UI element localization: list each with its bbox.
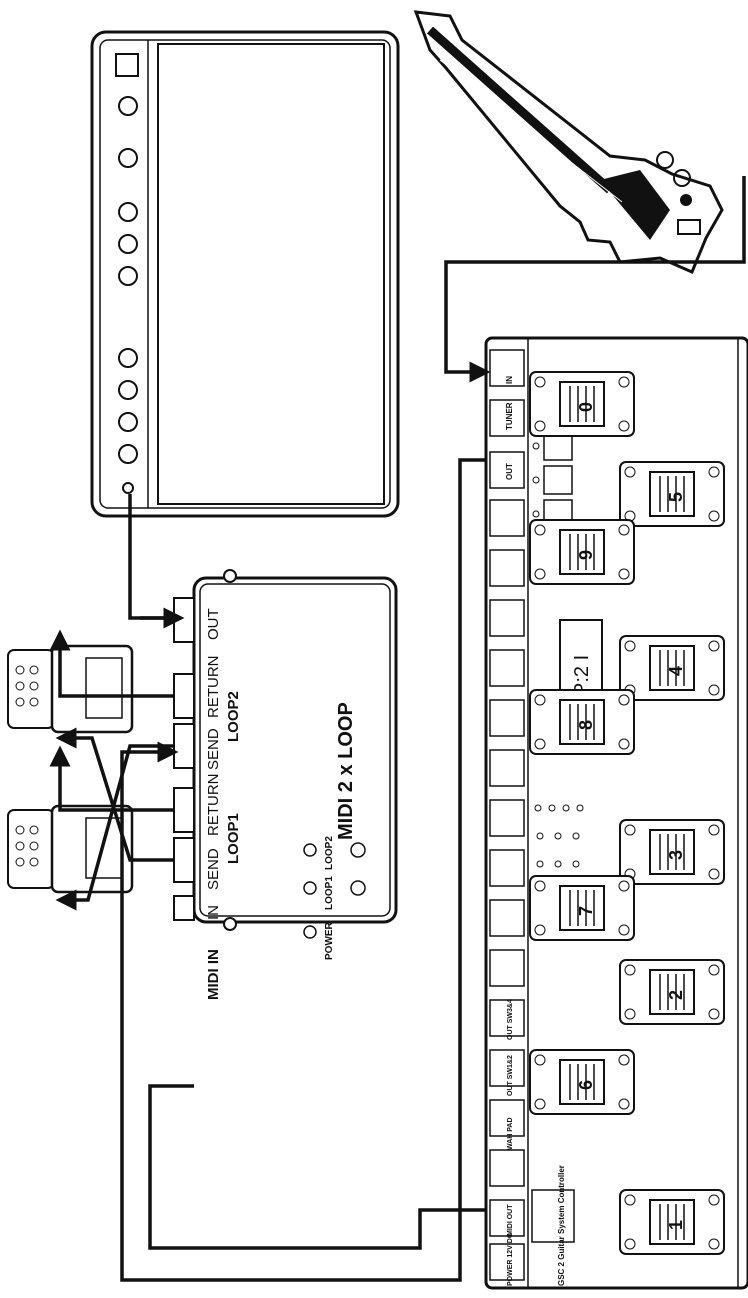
jack-label-out: OUT <box>205 608 222 640</box>
cable-loop2-return <box>55 727 174 862</box>
controller-jack-out-sw12: OUT SW1&2 <box>507 1055 514 1096</box>
jack-label-send2: SEND <box>205 728 222 770</box>
footswitch-1[interactable]: 1 <box>619 1189 725 1255</box>
footswitch-7[interactable]: 7 <box>529 875 635 941</box>
footswitch-3[interactable]: 3 <box>619 819 725 885</box>
loop-label-1: LOOP1 <box>225 813 242 864</box>
controller-jack-tuner: TUNER <box>505 402 514 430</box>
loop-box-leds: POWER LOOP1 LOOP2 <box>303 836 366 960</box>
footswitch-4[interactable]: 4 <box>619 635 725 701</box>
footswitch-0[interactable]: 0 <box>529 371 635 437</box>
effect-pedal-icon <box>7 804 134 894</box>
footswitch-label: 4 <box>666 666 686 676</box>
brand-logo <box>531 1189 575 1243</box>
controller-display <box>559 619 603 703</box>
controller-jack-out-sw34: OUT SW3&4 <box>507 999 514 1040</box>
footswitch-label: 1 <box>666 1220 686 1230</box>
loop-box-jacks <box>173 597 195 921</box>
footswitch-8[interactable]: 8 <box>529 689 635 755</box>
cables <box>49 176 746 1282</box>
loop-box-title: MIDI 2 x LOOP <box>335 702 357 840</box>
footswitch-label: 8 <box>576 720 596 730</box>
footswitch-label: 7 <box>576 906 596 916</box>
loop-label-2: LOOP2 <box>225 691 242 742</box>
controller-brand: GSC 2 Guitar System Controller <box>557 1165 566 1286</box>
gsc2-controller: IN TUNER OUT OUT SW3&4 OUT SW1&2 WAH PAD… <box>484 336 748 1290</box>
footswitch-2[interactable]: 2 <box>619 959 725 1025</box>
jack-label-in: IN <box>205 905 222 920</box>
footswitch-label: 6 <box>576 1080 596 1090</box>
footswitch-group: 1 2 3 4 5 6 7 8 9 0 <box>529 371 725 1255</box>
jack-label-midi-in: MIDI IN <box>205 949 222 1000</box>
amplifier-icon <box>90 30 400 518</box>
footswitch-label: 9 <box>576 550 596 560</box>
led-label-power: POWER <box>324 921 335 960</box>
footswitch-label: 3 <box>666 850 686 860</box>
led-label-loop1: LOOP1 <box>324 876 335 910</box>
controller-jack-wah-pad: WAH PAD <box>507 1117 514 1150</box>
cable-loop1-return <box>55 744 174 911</box>
jack-label-return1: RETURN <box>205 774 222 837</box>
effect-pedal-icon <box>7 644 134 734</box>
cable-guitar-to-controller <box>444 176 746 383</box>
display-readout: P:2 I <box>571 655 593 696</box>
footswitch-5[interactable]: 5 <box>619 461 725 527</box>
midi-loop-box: MIDI 2 x LOOP OUT RETURN SEND LOOP2 RETU… <box>173 569 398 1000</box>
jack-label-return2: RETURN <box>205 656 222 719</box>
guitar-icon <box>413 10 724 274</box>
controller-jack-power: POWER 12V DC <box>507 1233 514 1286</box>
controller-jack-midi-out: MIDI OUT <box>507 1204 514 1236</box>
footswitch-label: 0 <box>576 402 596 412</box>
controller-jacks <box>489 349 525 1281</box>
cable-loop1-send <box>49 629 174 698</box>
footswitch-label: 2 <box>666 990 686 1000</box>
controller-jack-out: OUT <box>505 463 514 480</box>
cable-loop2-send <box>49 745 174 812</box>
jack-label-send1: SEND <box>205 848 222 890</box>
cable-midi <box>148 1084 486 1250</box>
led-label-loop2: LOOP2 <box>324 836 335 870</box>
controller-jack-in: IN <box>505 376 514 384</box>
footswitch-label: 5 <box>666 492 686 502</box>
footswitch-9[interactable]: 9 <box>529 519 635 585</box>
footswitch-6[interactable]: 6 <box>529 1049 635 1115</box>
